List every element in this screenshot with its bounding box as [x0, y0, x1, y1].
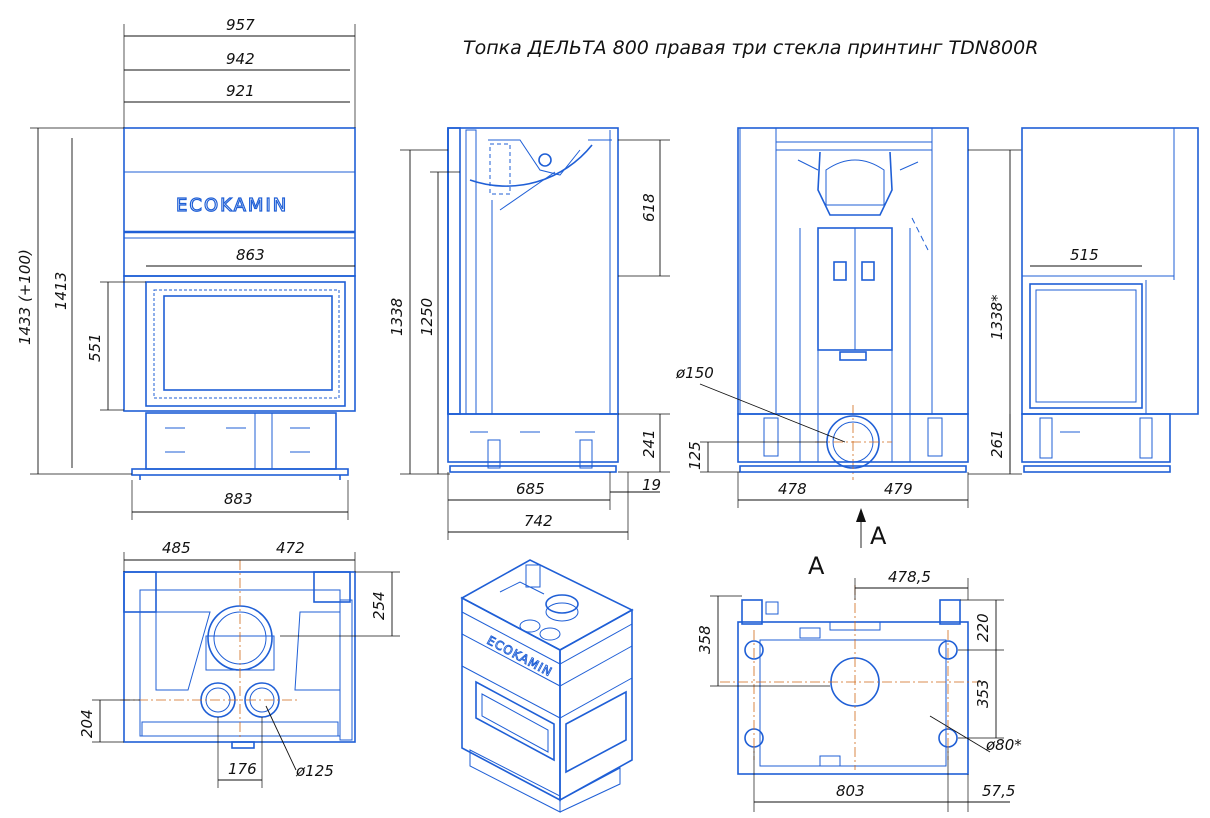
- dim-back-flue-150: ø150: [675, 364, 714, 382]
- dim-front-942: 942: [226, 50, 255, 68]
- dim-side-685: 685: [516, 480, 545, 498]
- dim-front-957: 957: [226, 16, 255, 34]
- dim-bottom-803: 803: [836, 782, 865, 800]
- dim-back-261: 261: [988, 429, 1006, 458]
- back-view: ø150 125 478 479 1338* 261 A: [675, 127, 1022, 550]
- isometric-view: ECOKAMIN: [460, 559, 634, 813]
- front-view: ECOKAMIN 957 942 921 863 883: [16, 16, 356, 520]
- dim-side-19: 19: [642, 476, 661, 494]
- dim-side-742: 742: [524, 512, 553, 530]
- dim-front-551: 551: [86, 333, 104, 362]
- dim-front-883: 883: [224, 490, 253, 508]
- dim-bottom-220: 220: [974, 613, 992, 642]
- dim-bottom-353: 353: [974, 679, 992, 708]
- right-side-view: 515: [1021, 127, 1199, 473]
- dim-top-472: 472: [276, 539, 305, 557]
- section-arrow-label: A: [870, 522, 887, 550]
- dim-bottom-478-5: 478,5: [888, 568, 931, 586]
- section-view-label: A: [808, 552, 825, 580]
- dim-back-1338: 1338*: [988, 294, 1006, 340]
- dim-back-125: 125: [686, 441, 704, 470]
- dim-bottom-80: ø80*: [985, 736, 1022, 754]
- drawing-title: Топка ДЕЛЬТА 800 правая три стекла принт…: [463, 37, 1038, 59]
- dim-side-618: 618: [640, 193, 658, 222]
- dim-front-1413: 1413: [52, 272, 70, 310]
- dim-top-204: 204: [78, 709, 96, 738]
- iso-brand-logo: ECOKAMIN: [485, 633, 555, 679]
- dim-side-1338: 1338: [388, 298, 406, 336]
- front-brand-logo: ECOKAMIN: [176, 195, 288, 216]
- dim-back-479: 479: [884, 480, 913, 498]
- dim-side-1250: 1250: [418, 298, 436, 336]
- dim-front-1433: 1433 (+100): [16, 249, 34, 345]
- dim-front-921: 921: [226, 82, 255, 100]
- dim-bottom-358: 358: [696, 625, 714, 654]
- top-view: 485 472 254 204 176 ø125: [78, 539, 400, 788]
- dim-bottom-57-5: 57,5: [982, 782, 1015, 800]
- dim-top-485: 485: [162, 539, 191, 557]
- dim-top-176: 176: [228, 760, 257, 778]
- dim-front-863: 863: [236, 246, 265, 264]
- dim-top-254: 254: [370, 591, 388, 620]
- dim-back-478: 478: [778, 480, 807, 498]
- dim-right-515: 515: [1070, 246, 1099, 264]
- bottom-view: A 478,5 358 220 353 ø80*: [696, 552, 1022, 812]
- dim-top-125: ø125: [295, 762, 334, 780]
- side-view: 1338 1250 618 241 685 19 742: [388, 127, 670, 540]
- dim-side-241: 241: [640, 429, 658, 458]
